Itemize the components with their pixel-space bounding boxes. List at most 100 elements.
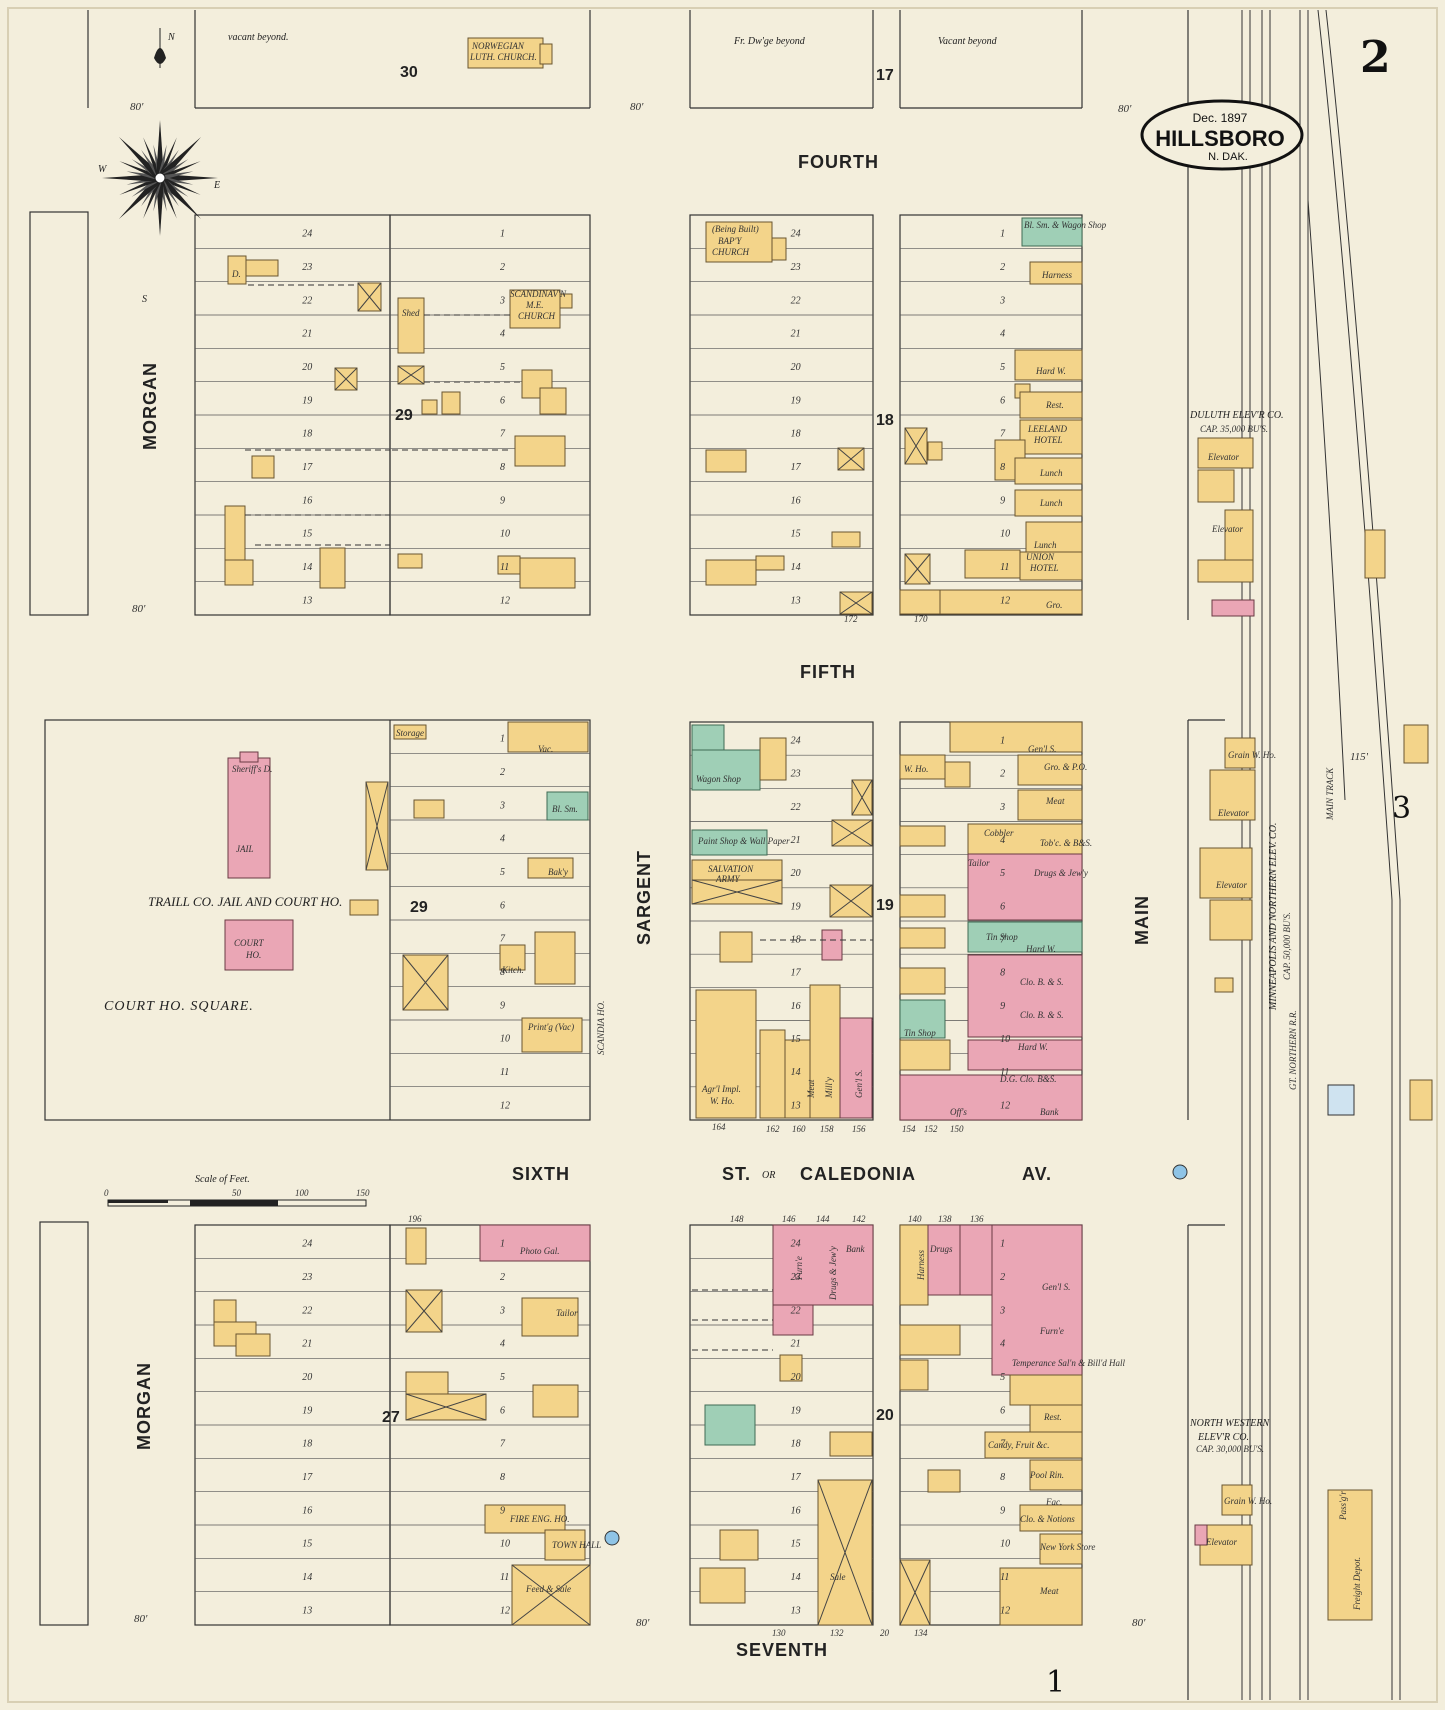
width-label: 80' <box>636 1617 650 1629</box>
label-warehouse: W. Ho. <box>904 764 928 774</box>
lot-number: 6 <box>500 395 505 406</box>
lot-number: 19 <box>791 901 801 912</box>
block-number: 17 <box>876 67 894 84</box>
lot-number: 15 <box>791 529 801 540</box>
label-new-york-store: New York Store <box>1039 1542 1095 1552</box>
label-cobbler: Cobbler <box>984 828 1014 838</box>
label-tobacco: Tob'c. & B&S. <box>1040 838 1092 848</box>
label-shed: Shed <box>402 308 420 318</box>
lot-number: 12 <box>1000 1100 1010 1111</box>
building-labels: NORWEGIAN LUTH. CHURCH. (Being Built) BA… <box>104 41 1362 1611</box>
label-elevator: Elevator <box>1205 1537 1237 1547</box>
label-luth-church: LUTH. CHURCH. <box>469 52 537 62</box>
address-number: 142 <box>852 1214 866 1224</box>
lot-number: 15 <box>302 529 312 540</box>
scale-100: 100 <box>295 1188 309 1198</box>
lot-number: 16 <box>791 1505 801 1516</box>
label-paint-shop: Paint Shop & Wall Paper <box>697 836 790 846</box>
note-vacant-right: Vacant beyond <box>938 36 998 47</box>
label-meat: Meat <box>806 1079 816 1099</box>
address-number: 156 <box>852 1124 866 1134</box>
label-warehouse: W. Ho. <box>710 1096 734 1106</box>
lot-number: 2 <box>500 767 505 778</box>
note-vacant-left: vacant beyond. <box>228 32 289 43</box>
lot-number: 15 <box>791 1034 801 1045</box>
address-number: 160 <box>792 1124 806 1134</box>
address-number: 148 <box>730 1214 744 1224</box>
label-tailor: Tailor <box>556 1308 578 1318</box>
lot-number: 1 <box>1000 1239 1005 1250</box>
lot-number: 14 <box>302 1572 312 1583</box>
label-hotel: HOTEL <box>1033 435 1063 445</box>
lot-number: 18 <box>302 429 312 440</box>
lot-number: 22 <box>791 1305 801 1316</box>
lot-number: 3 <box>499 1305 505 1316</box>
lot-number: 12 <box>500 1605 510 1616</box>
label-grocery: Gro. <box>1046 600 1062 610</box>
label-being-built: (Being Built) <box>712 224 759 234</box>
lot-number: 6 <box>1000 395 1005 406</box>
compass-w: W <box>98 164 108 175</box>
label-storage: Storage <box>396 728 424 738</box>
street-st: ST. <box>722 1164 751 1184</box>
lot-number: 9 <box>500 1000 505 1011</box>
lot-number: 2 <box>500 262 505 273</box>
lot-number: 1 <box>500 229 505 240</box>
label-me: M.E. <box>525 300 544 310</box>
lot-number: 8 <box>500 462 505 473</box>
street-seventh: SEVENTH <box>736 1640 828 1660</box>
label-north-western-cap: CAP. 30,000 BU'S. <box>1196 1444 1264 1454</box>
lot-number: 17 <box>791 462 802 473</box>
label-lunch: Lunch <box>1039 498 1063 508</box>
label-meat: Meat <box>1039 1586 1059 1596</box>
label-traill-county: TRAILL CO. JAIL AND COURT HO. <box>148 894 342 909</box>
address-number: 132 <box>830 1628 844 1638</box>
label-blacksmith: Bl. Sm. <box>552 804 578 814</box>
address-number: 130 <box>772 1628 786 1638</box>
label-bapt: BAP'Y <box>718 236 742 246</box>
norwegian-church-building <box>467 37 544 69</box>
label-furniture: Furn'e <box>1039 1326 1064 1336</box>
lot-number: 7 <box>1000 429 1006 440</box>
lot-number: 5 <box>1000 1372 1005 1383</box>
lot-number: 10 <box>500 1034 510 1045</box>
buildings <box>213 37 1433 1626</box>
map-state: N. DAK. <box>1208 151 1248 163</box>
lot-number: 8 <box>500 1472 505 1483</box>
label-drugs: Drugs <box>929 1244 953 1254</box>
compass-ray <box>119 161 161 181</box>
label-dwelling: D. <box>231 269 241 279</box>
street-widths: 80' 80' 80' 80' 115' 80' 80' 80' <box>130 101 1369 1629</box>
lot-number: 2 <box>1000 262 1005 273</box>
lot-number: 13 <box>791 595 801 606</box>
label-agricultural: Agr'l Impl. <box>701 1084 741 1094</box>
lot-number: 9 <box>500 495 505 506</box>
width-label: 80' <box>1132 1617 1146 1629</box>
label-drugs-jewelry: Drugs & Jew'y <box>1033 868 1088 878</box>
label-vacant: Vac. <box>538 744 553 754</box>
lot-number: 16 <box>302 495 312 506</box>
lot-number: 20 <box>791 1372 801 1383</box>
lot-number: 19 <box>302 1405 312 1416</box>
scale-150: 150 <box>356 1188 370 1198</box>
width-label: 80' <box>134 1613 148 1625</box>
title-cartouche: Dec. 1897 HILLSBORO N. DAK. <box>1140 99 1304 171</box>
lot-number: 18 <box>791 1439 801 1450</box>
lot-number: 8 <box>500 967 505 978</box>
block-number: 20 <box>876 1407 894 1424</box>
lot-number: 3 <box>999 295 1005 306</box>
lot-number: 9 <box>1000 495 1005 506</box>
street-labels: FOURTH FIFTH SIXTH ST. OR CALEDONIA AV. … <box>134 152 1152 1660</box>
lot-number: 4 <box>1000 329 1005 340</box>
label-north-western-co: ELEV'R CO. <box>1197 1432 1249 1443</box>
lot-number: 4 <box>500 329 505 340</box>
lot-number: 11 <box>1000 1572 1009 1583</box>
lot-number: 22 <box>791 295 801 306</box>
lot-number: 19 <box>302 395 312 406</box>
label-bank: Bank <box>1040 1107 1059 1117</box>
lot-number: 14 <box>302 562 312 573</box>
hydrant-icon <box>604 1530 620 1546</box>
lot-number: 10 <box>1000 1539 1010 1550</box>
label-lunch: Lunch <box>1039 468 1063 478</box>
block-number: 29 <box>395 407 413 424</box>
